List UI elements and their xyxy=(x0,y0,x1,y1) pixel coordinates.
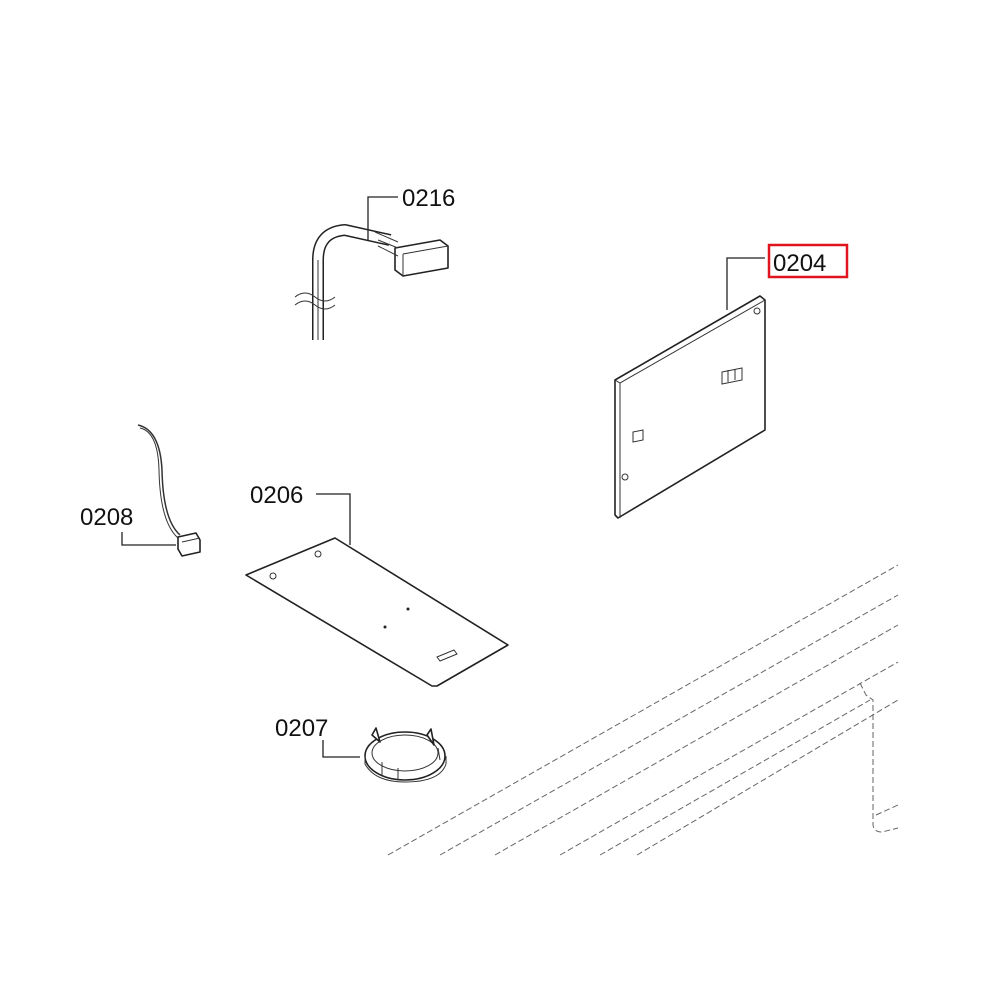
part-0206-plate[interactable] xyxy=(245,537,509,687)
part-0207-ring-clip[interactable] xyxy=(364,727,447,783)
leader-0216 xyxy=(367,196,398,240)
housing-outline xyxy=(387,564,899,856)
leader-0206 xyxy=(316,493,351,545)
leader-0207 xyxy=(322,740,360,758)
part-label-0207[interactable]: 0207 xyxy=(275,715,328,742)
harness-connector xyxy=(374,231,449,277)
highlight-box-0204 xyxy=(767,243,849,279)
part-0204-circuit-board[interactable] xyxy=(614,295,766,519)
part-label-0204[interactable]: 0204 xyxy=(773,250,826,277)
part-0208-sensor-cable[interactable] xyxy=(137,424,201,557)
leader-0204 xyxy=(726,257,765,310)
leader-0208 xyxy=(121,532,176,546)
part-label-0216[interactable]: 0216 xyxy=(402,185,455,212)
part-0216-harness[interactable] xyxy=(294,224,449,340)
part-label-0208[interactable]: 0208 xyxy=(80,504,133,531)
part-label-0206[interactable]: 0206 xyxy=(250,482,303,509)
